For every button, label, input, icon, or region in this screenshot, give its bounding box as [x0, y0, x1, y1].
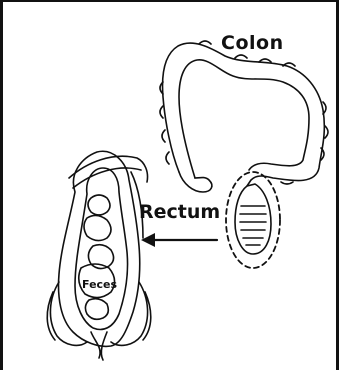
colon-outer-outline [163, 43, 325, 186]
sigmoid-section [235, 184, 271, 254]
rectum-outer-wall [59, 151, 140, 346]
rectum-inner-wall [75, 168, 128, 329]
colon-label: Colon [221, 32, 284, 54]
feces-label: Feces [82, 278, 117, 291]
rectum-label: Rectum [139, 201, 220, 223]
colon-haustra [160, 41, 328, 184]
colon-rectum-illustration [3, 2, 339, 372]
colon-cecum [179, 172, 212, 192]
sigmoid-rings [240, 206, 266, 245]
anal-sphincter-right [111, 282, 151, 345]
colon-inner-outline [179, 60, 309, 178]
